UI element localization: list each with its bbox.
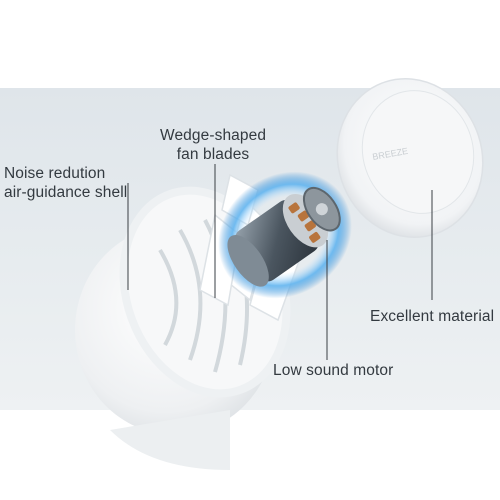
callout-shell: Noise redution air-guidance shell (4, 165, 128, 201)
leader-lines (127, 164, 433, 360)
callout-motor: Low sound motor (273, 362, 394, 379)
front-cover: BREEZE (336, 77, 484, 239)
motor (218, 171, 352, 299)
callout-material: Excellent material (370, 308, 495, 325)
callout-blades: Wedge-shaped fan blades (160, 127, 267, 163)
